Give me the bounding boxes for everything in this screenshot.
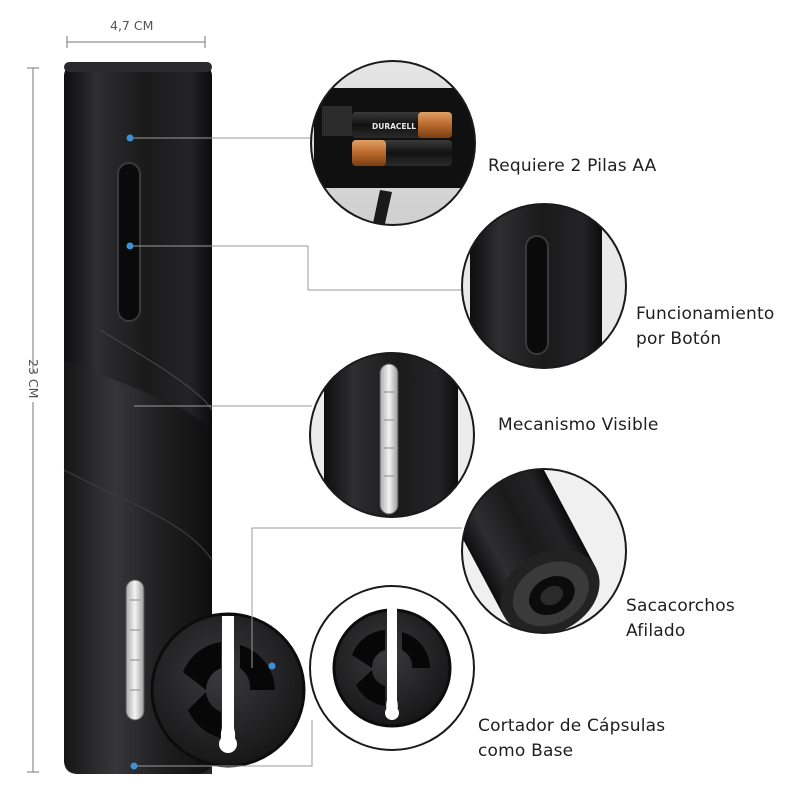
feature-label-button: Funcionamiento por Botón — [636, 304, 775, 349]
height-dimension-label: 23 CM — [26, 359, 41, 399]
feature-label-batteries: Requiere 2 Pilas AA — [488, 156, 657, 176]
corkscrew-callout-circle — [461, 468, 627, 634]
foil-cutter-callout-circle — [309, 585, 475, 751]
feature-label-mechanism: Mecanismo Visible — [498, 415, 659, 435]
callout-lines — [130, 137, 462, 767]
window-notches — [130, 599, 140, 691]
button-callout-circle — [461, 203, 627, 369]
feature-label-foil-cutter: Cortador de Cápsulas como Base — [478, 716, 666, 761]
battery-callout-circle: DURACELL — [310, 60, 476, 226]
feature-label-corkscrew: Sacacorchos Afilado — [626, 596, 735, 641]
mechanism-callout-circle — [309, 352, 475, 518]
width-dimension-marker — [66, 36, 206, 48]
button-slot — [117, 162, 141, 322]
height-dimension-marker — [27, 67, 39, 773]
width-dimension-label: 4,7 CM — [110, 18, 154, 33]
foil-cutter-base — [150, 612, 306, 768]
battery-brand-text: DURACELL — [372, 122, 416, 131]
marker-dots — [126, 134, 276, 770]
mechanism-window — [125, 579, 145, 721]
